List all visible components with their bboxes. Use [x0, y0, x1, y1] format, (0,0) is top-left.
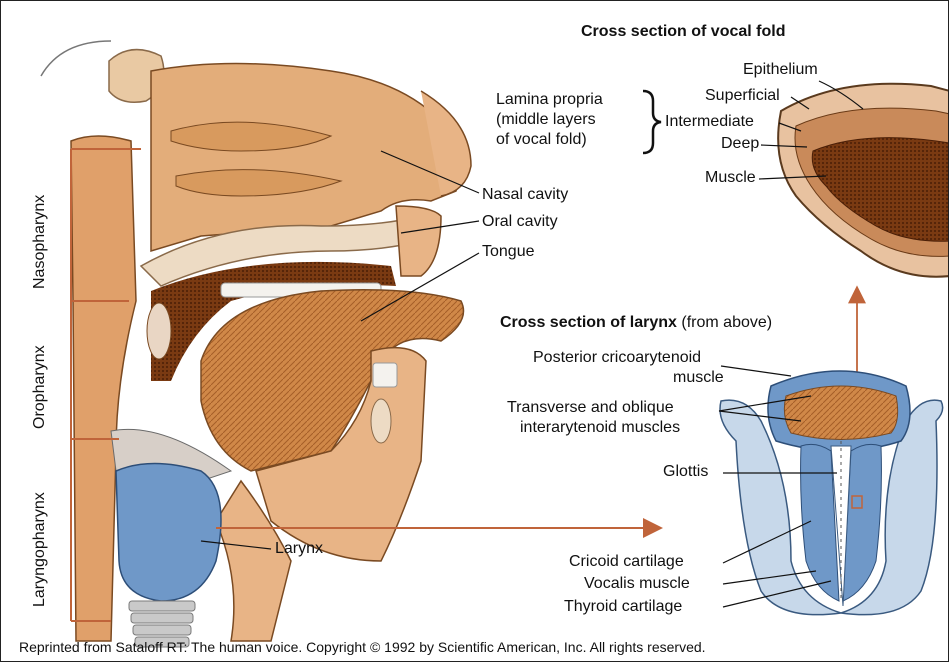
label-thyroid: Thyroid cartilage	[564, 598, 682, 616]
interarytenoid-muscle	[784, 386, 897, 440]
label-muscle: Muscle	[705, 169, 756, 187]
vocal-fold-cross-section-illustration	[778, 84, 949, 277]
skull-outline	[41, 41, 111, 76]
lamina-brace	[643, 91, 661, 153]
larynx-heading-rest: (from above)	[677, 314, 772, 331]
mandible	[371, 399, 391, 443]
label-posterior-line2: muscle	[673, 369, 724, 387]
label-nasopharynx: Nasopharynx	[31, 195, 49, 289]
label-larynx: Larynx	[275, 540, 323, 558]
larynx-structure	[116, 464, 221, 602]
label-lamina-line3: of vocal fold)	[496, 131, 587, 149]
label-laryngopharynx: Laryngopharynx	[31, 492, 49, 607]
upper-lip	[396, 206, 441, 276]
label-epithelium: Epithelium	[743, 61, 818, 79]
vocal-fold-heading: Cross section of vocal fold	[581, 23, 785, 41]
label-intermediate: Intermediate	[665, 113, 754, 131]
label-transverse-line2: interarytenoid muscles	[520, 419, 680, 437]
copyright-credit: Reprinted from Sataloff RT: The human vo…	[19, 639, 706, 655]
label-tongue: Tongue	[482, 243, 535, 261]
label-oral-cavity: Oral cavity	[482, 213, 558, 231]
larynx-heading: Cross section of larynx (from above)	[500, 314, 772, 332]
label-lamina-line1: Lamina propria	[496, 91, 603, 109]
tonsil	[147, 303, 171, 359]
label-posterior-line1: Posterior cricoarytenoid	[533, 349, 701, 367]
label-vocalis: Vocalis muscle	[584, 575, 690, 593]
larynx-heading-bold: Cross section of larynx	[500, 314, 677, 331]
label-oropharynx: Oropharynx	[31, 345, 49, 429]
label-nasal-cavity: Nasal cavity	[482, 186, 568, 204]
label-lamina-line2: (middle layers	[496, 111, 596, 129]
label-deep: Deep	[721, 135, 759, 153]
leader-posterior	[721, 366, 791, 376]
label-transverse-line1: Transverse and oblique	[507, 399, 674, 417]
label-cricoid: Cricoid cartilage	[569, 553, 684, 571]
sagittal-head-illustration	[41, 41, 471, 647]
teeth-lower	[373, 363, 397, 387]
label-glottis: Glottis	[663, 463, 708, 481]
label-superficial: Superficial	[705, 87, 780, 105]
larynx-top-view-illustration	[720, 371, 943, 615]
